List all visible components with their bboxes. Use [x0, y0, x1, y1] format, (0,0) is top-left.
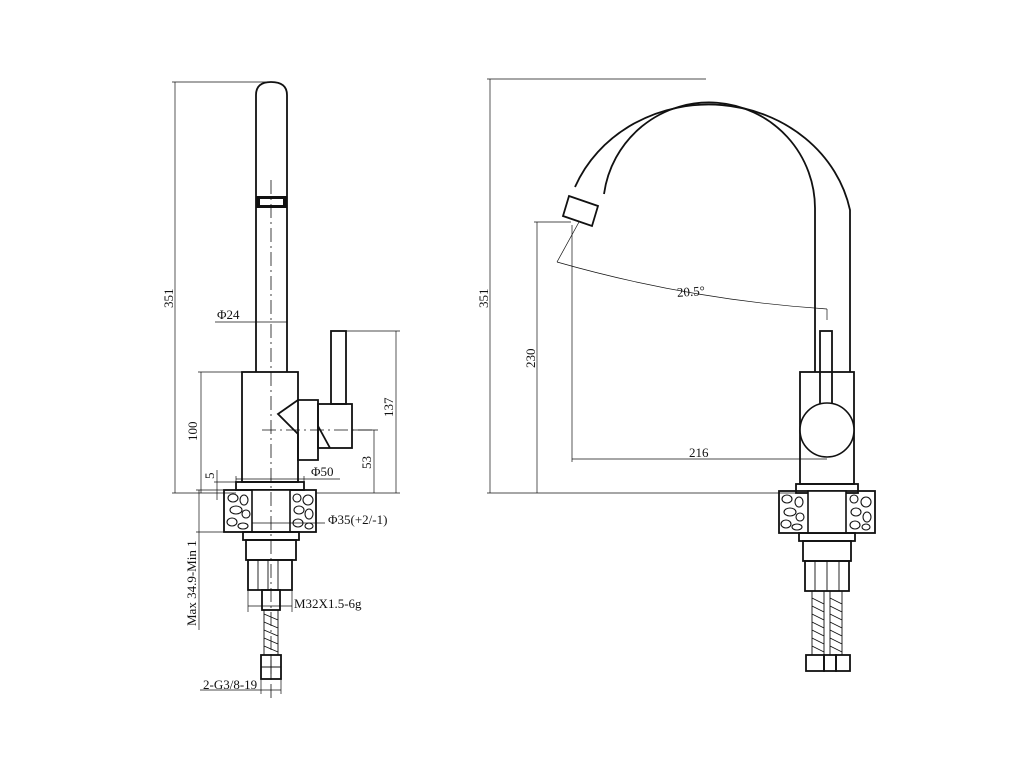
side-view-dimensions [172, 81, 400, 694]
front-mount-nut [802, 540, 852, 562]
front-hose-left [811, 591, 825, 655]
front-handle-hub [799, 402, 855, 458]
side-stone-texture-left [226, 493, 251, 530]
dim-side-total-height: 351 [161, 289, 176, 309]
dim-base-diameter: Φ50 [311, 464, 334, 479]
front-mount-hole [807, 490, 847, 534]
dim-reach: 216 [689, 445, 709, 460]
side-spout-tube [255, 81, 288, 372]
dim-flange-thickness: 5 [202, 473, 217, 480]
dim-thread: M32X1.5-6g [294, 596, 362, 611]
side-mount-nut-lower [247, 559, 293, 591]
dim-spout-diameter: Φ24 [217, 307, 240, 322]
front-hose-nut-left [805, 654, 825, 672]
front-hose-nut-right [835, 654, 851, 672]
front-view-dimensions [487, 78, 828, 494]
front-hose-right [829, 591, 843, 655]
side-stone-texture-right [292, 493, 314, 530]
dim-lever-pivot-height: 53 [359, 456, 374, 469]
side-aerator-ring [260, 199, 283, 205]
dim-swivel-angle: 20.5° [676, 283, 705, 300]
side-cartridge-housing [276, 399, 319, 461]
dim-front-total-height: 351 [476, 289, 491, 309]
side-handle-hub-taper [317, 425, 331, 449]
dim-spout-outlet-height: 230 [523, 349, 538, 369]
side-flange [235, 481, 305, 491]
dim-hole-diameter: Φ35(+2/-1) [328, 512, 387, 527]
front-mount-washer [798, 532, 856, 542]
front-lever [819, 330, 833, 407]
front-spout-outlet [561, 194, 600, 228]
front-hose-nut-mid [823, 654, 837, 672]
front-spout-tube-inner [574, 103, 851, 372]
side-body [241, 371, 299, 483]
dim-body-height: 100 [185, 422, 200, 442]
front-view [561, 101, 876, 672]
front-spout-tube [603, 101, 816, 372]
side-lever [330, 330, 347, 405]
dim-lever-height: 137 [381, 397, 396, 417]
dim-hose-thread: 2-G3/8-19 [203, 677, 257, 692]
side-view [223, 81, 372, 700]
front-stone-texture-right [849, 494, 872, 531]
side-handle-hub [317, 403, 353, 449]
front-stone-texture-left [780, 494, 805, 531]
dim-counter-thickness: Max 34.9-Min 1 [184, 540, 199, 626]
